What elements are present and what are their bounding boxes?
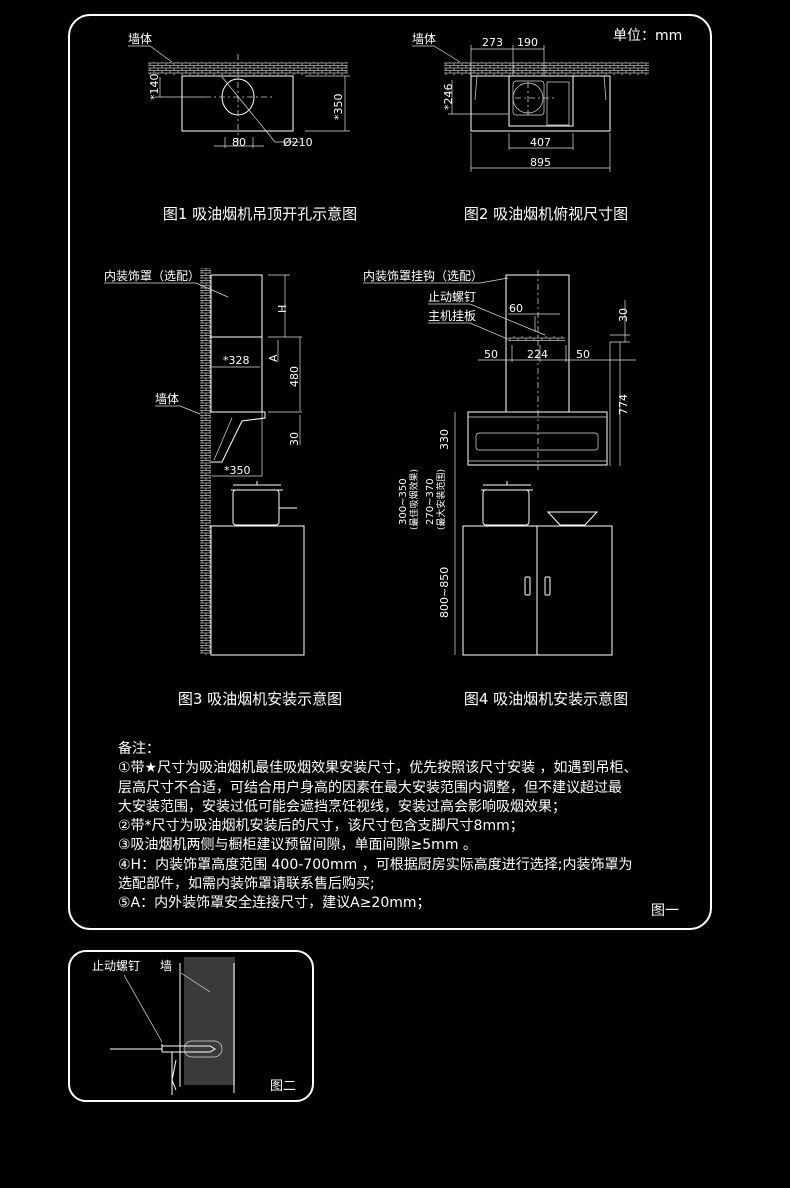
figure1-ceiling-hole: 墙体 *140 *350 80 Ø210 图1 吸油烟机吊顶开孔示意图 bbox=[128, 32, 357, 223]
note-line: ④H：内装饰罩高度范围 400-700mm ，可根据厨房实际高度进行选择;内装饰… bbox=[118, 856, 633, 873]
fig3-dim-480: 480 bbox=[288, 366, 301, 387]
fig2-motor-housing bbox=[508, 75, 574, 127]
fig4-caption: 图4 吸油烟机安装示意图 bbox=[464, 690, 628, 708]
fig1-wall-hatch bbox=[148, 62, 348, 75]
note-line: ⑤A：内外装饰罩安全连接尺寸，建议A≥20mm； bbox=[118, 895, 431, 912]
fig2-dim-246: *246 bbox=[442, 84, 455, 111]
fig4-control-panel bbox=[475, 432, 599, 451]
fig4-dim-330: 330 bbox=[438, 429, 451, 450]
note-line: ②带*尺寸为吸油烟机安装后的尺寸，该尺寸包含支脚尺寸8mm； bbox=[118, 818, 524, 835]
fig4-pot-icon bbox=[481, 481, 533, 526]
fig3-wall-hatch bbox=[200, 268, 211, 655]
fig4-handle-left bbox=[524, 576, 531, 596]
main-diagram-frame bbox=[68, 14, 712, 930]
fig1-dim-350: *350 bbox=[332, 94, 345, 121]
fig1-dim-210: Ø210 bbox=[283, 136, 313, 149]
inset-diagram-frame bbox=[68, 950, 314, 1102]
fig2-wall-label: 墙体 bbox=[412, 32, 436, 46]
fig4-screw-label: 止动螺钉 bbox=[428, 290, 476, 304]
inset-panel-label: 图二 bbox=[270, 1079, 296, 1094]
fig2-caption: 图2 吸油烟机俯视尺寸图 bbox=[464, 205, 628, 223]
installation-notes: 备注： ①带★尺寸为吸油烟机最佳吸烟效果安装尺寸，优先按照该尺寸安装 ，如遇到吊… bbox=[118, 740, 688, 914]
inset-screw-detail: 止动螺钉 墙 图二 bbox=[92, 957, 296, 1095]
figure4-front-install: 内装饰罩挂钩（选配） 止动螺钉 主机挂板 60 30 50 224 50 774… bbox=[363, 269, 636, 708]
note-line: ①带★尺寸为吸油烟机最佳吸烟效果安装尺寸，优先按照该尺寸安装 ，如遇到吊柜、 bbox=[118, 760, 638, 777]
fig3-dim-30: 30 bbox=[288, 432, 301, 446]
figure3-side-install: 内装饰罩（选配） 墙体 H A *328 480 30 *350 图3 吸油烟机… bbox=[104, 268, 342, 708]
fig4-dim-774: 774 bbox=[617, 394, 630, 415]
fig4-dim-60: 60 bbox=[509, 302, 523, 315]
unit-label: 单位：mm bbox=[613, 28, 682, 44]
fig3-pot-icon bbox=[231, 481, 297, 526]
note-line: ③吸油烟机两侧与橱柜建议预留间隙，单面间隙≥5mm 。 bbox=[118, 837, 477, 854]
fig3-dim-350: *350 bbox=[224, 464, 251, 477]
fig1-wall-label: 墙体 bbox=[128, 32, 152, 46]
figure2-top-view: 墙体 273 190 *246 407 895 图2 吸油烟机俯视尺寸图 bbox=[412, 32, 649, 223]
fig3-inner-cover bbox=[210, 274, 263, 338]
fig2-dim-273: 273 bbox=[482, 36, 503, 49]
fig4-hook-label: 内装饰罩挂钩（选配） bbox=[363, 269, 483, 283]
notes-title: 备注： bbox=[118, 741, 160, 757]
fig4-dim-30: 30 bbox=[617, 308, 630, 322]
fig4-mounting-plate bbox=[508, 336, 565, 341]
fig4-dim-300-350: 300~350 bbox=[398, 478, 409, 525]
fig4-dim-800-850: 800~850 bbox=[438, 567, 451, 618]
fig1-dim-80: 80 bbox=[232, 136, 246, 149]
inset-wall-block bbox=[184, 957, 235, 1085]
fig3-wall-label: 墙体 bbox=[155, 392, 179, 406]
fig3-cover-label: 内装饰罩（选配） bbox=[104, 269, 200, 283]
note-line: 选配部件，如需内装饰罩请联系售后购买; bbox=[118, 876, 375, 893]
fig4-max-range-label: (最大安装范围) bbox=[435, 469, 447, 530]
fig3-hood-body bbox=[211, 411, 266, 463]
fig2-hood-outline bbox=[470, 75, 611, 132]
fig1-caption: 图1 吸油烟机吊顶开孔示意图 bbox=[163, 205, 357, 223]
fig3-dim-A: A bbox=[267, 354, 280, 362]
inset-wall-label: 墙 bbox=[160, 959, 172, 973]
fig4-plate-label: 主机挂板 bbox=[428, 309, 476, 323]
fig3-dim-H: H bbox=[276, 305, 289, 313]
inset-screw-label: 止动螺钉 bbox=[92, 959, 140, 973]
fig2-dim-190: 190 bbox=[517, 36, 538, 49]
note-line: 层高尺寸不合适，可结合用户身高的因素在最大安装范围内调整，但不建议超过最 bbox=[118, 779, 622, 796]
fig4-dim-270-370: 270~370 bbox=[425, 478, 436, 525]
fig4-handle-right bbox=[544, 576, 551, 596]
fig1-dim-140: *140 bbox=[148, 74, 161, 101]
fig3-caption: 图3 吸油烟机安装示意图 bbox=[178, 690, 342, 708]
fig3-cabinet bbox=[210, 525, 305, 656]
fig4-dim-50-right: 50 bbox=[576, 348, 590, 361]
fig3-outer-cover bbox=[210, 336, 263, 413]
fig2-dim-895: 895 bbox=[530, 156, 551, 169]
fig4-dim-50-left: 50 bbox=[484, 348, 498, 361]
fig4-dim-224: 224 bbox=[527, 348, 548, 361]
fig4-wok-icon bbox=[546, 511, 599, 526]
inset-screw-icon bbox=[110, 1044, 216, 1053]
fig4-chimney-cover bbox=[505, 274, 570, 413]
fig2-wall-hatch bbox=[444, 62, 649, 75]
fig4-best-effect-label: (最佳吸烟效果) bbox=[408, 469, 420, 530]
panel1-label: 图一 bbox=[651, 903, 679, 919]
fig3-dim-328: *328 bbox=[223, 354, 250, 367]
note-line: 大安装范围，安装过低可能会遮挡烹饪视线，安装过高会影响吸烟效果； bbox=[118, 798, 566, 815]
fig1-hood-outline bbox=[181, 75, 294, 132]
fig4-hood-body bbox=[467, 411, 608, 466]
fig2-dim-407: 407 bbox=[530, 136, 551, 149]
